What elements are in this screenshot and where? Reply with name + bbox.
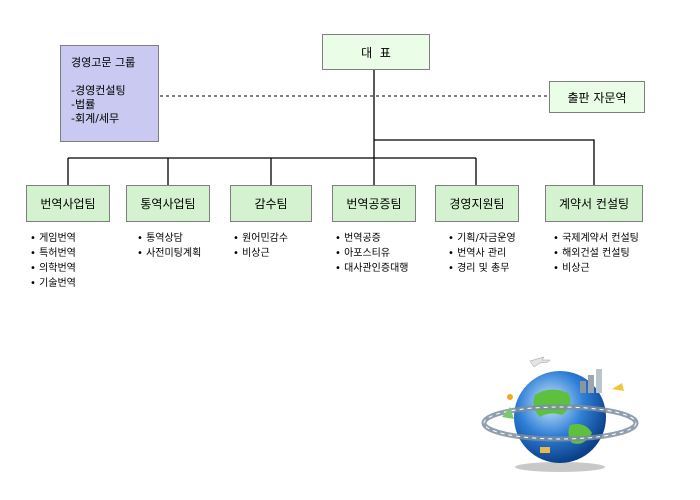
list-item: 게임번역 [30,231,76,246]
globe-illustration [481,356,639,472]
list-item: 통역상담 [137,231,201,246]
advisory-group-box: 경영고문 그룹 -경영컨설팅 -법률 -회계/세무 [60,45,159,142]
contract-items: 국제계약서 컨설팅 해외건설 컨설팅 비상근 [553,231,639,276]
team-label: 감수팀 [254,197,288,211]
list-item: 사전미팅계획 [137,246,201,261]
list-item: 의학번역 [30,261,76,276]
team-label: 통역사업팀 [140,197,196,211]
advisory-item: -경영컨설팅 [71,84,126,97]
list-item: 아포스티유 [335,246,408,261]
translation-items: 게임번역 특허번역 의학번역 기술번역 [30,231,76,291]
ceo-label: 대 표 [361,45,391,60]
team-box-translation: 번역사업팀 [26,185,110,222]
review-items: 원어민감수 비상근 [233,231,288,261]
list-item: 대사관인증대행 [335,261,408,276]
list-item: 비상근 [233,246,288,261]
team-box-notarization: 번역공증팀 [332,185,416,222]
notarization-items: 번역공증 아포스티유 대사관인증대행 [335,231,408,276]
list-item: 비상근 [553,261,639,276]
team-label: 경영지원팀 [449,197,505,211]
list-item: 경리 및 총무 [448,261,516,276]
ceo-box: 대 표 [322,34,430,70]
list-item: 해외건설 컨설팅 [553,246,639,261]
publishing-advisor-box: 출판 자문역 [549,81,645,113]
interpretation-items: 통역상담 사전미팅계획 [137,231,201,261]
list-item: 기획/자금운영 [448,231,516,246]
team-label: 번역사업팀 [40,197,96,211]
team-box-interpretation: 통역사업팀 [126,185,210,222]
list-item: 기술번역 [30,276,76,291]
team-box-review: 감수팀 [230,185,312,222]
team-box-management: 경영지원팀 [435,185,519,222]
team-box-contract: 계약서 컨설팅 [545,185,643,222]
list-item: 특허번역 [30,246,76,261]
advisory-title: 경영고문 그룹 [71,56,136,69]
team-label: 번역공증팀 [346,197,402,211]
list-item: 원어민감수 [233,231,288,246]
management-items: 기획/자금운영 번역사 관리 경리 및 총무 [448,231,516,276]
list-item: 번역공증 [335,231,408,246]
advisory-item: -법률 [71,98,96,111]
list-item: 번역사 관리 [448,246,516,261]
contract-branch-line [374,139,595,185]
advisory-item: -회계/세무 [71,112,120,125]
publishing-advisor-label: 출판 자문역 [567,90,627,105]
team-label: 계약서 컨설팅 [558,197,630,211]
list-item: 국제계약서 컨설팅 [553,231,639,246]
